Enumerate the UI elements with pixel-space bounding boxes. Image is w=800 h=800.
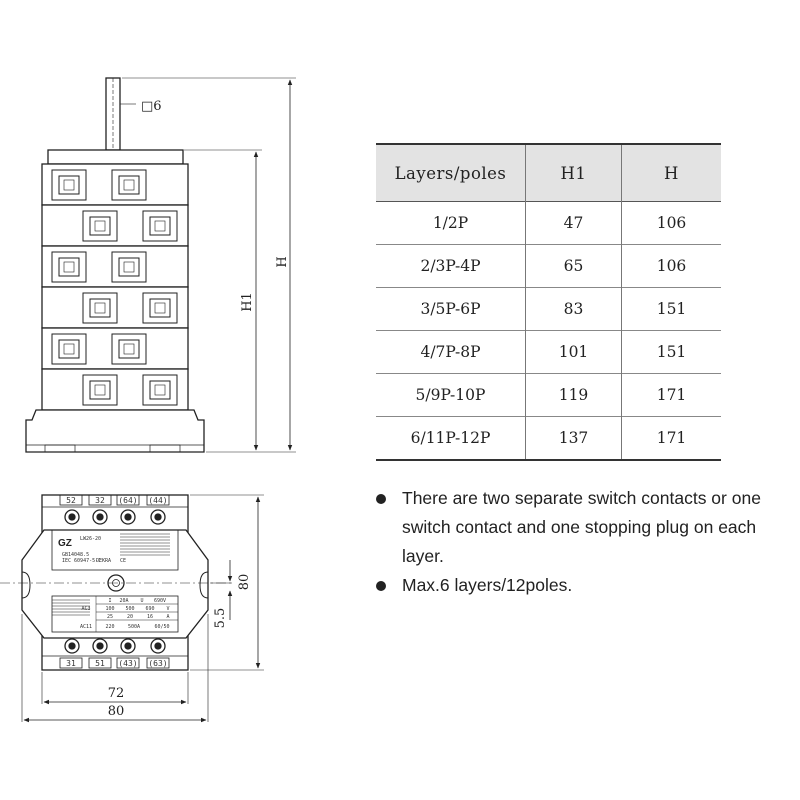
table-cell: 83 xyxy=(525,287,622,331)
dim-offset-label: 5.5 xyxy=(213,608,228,629)
svg-text:LW26-20: LW26-20 xyxy=(80,536,101,542)
svg-text:A: A xyxy=(166,614,169,620)
dim-h1-label: H1 xyxy=(240,292,255,312)
rating-table: I 20A U 690V AC3 100 500 690 V 25 20 16 … xyxy=(80,598,170,630)
table-cell: 119 xyxy=(525,373,622,417)
bottom-terminal-labels: 31 51 (43) (63) xyxy=(66,659,167,668)
top-terminal-labels: 52 32 (64) (44) xyxy=(66,496,167,505)
top-cap xyxy=(47,149,184,165)
table-cell: 151 xyxy=(621,287,721,331)
note-text: Max.6 layers/12poles. xyxy=(402,575,573,595)
table-cell: 137 xyxy=(525,416,622,460)
column-header: Layers/poles xyxy=(376,144,526,202)
table-cell: 106 xyxy=(621,244,721,288)
terminal-blocks xyxy=(51,169,178,406)
svg-text:IEC 60947-5-1: IEC 60947-5-1 xyxy=(62,558,101,564)
nameplate-text: LW26-20 GB14048.5 IEC 60947-5-1 DEKRA CE xyxy=(62,536,126,564)
svg-text:100: 100 xyxy=(105,606,114,612)
dim-width-inner-label: 72 xyxy=(108,686,125,701)
table-cell: 1/2P xyxy=(432,214,469,232)
svg-text:V: V xyxy=(166,606,169,612)
terminal-label: 51 xyxy=(95,659,105,668)
terminal-label: 32 xyxy=(95,496,105,505)
top-screw-terminals xyxy=(64,509,166,525)
svg-text:25: 25 xyxy=(107,614,113,620)
side-view xyxy=(25,77,296,453)
bottom-screw-terminals xyxy=(64,638,166,654)
svg-text:20: 20 xyxy=(127,614,133,620)
brand-logo: GZ xyxy=(58,538,72,549)
svg-text:AC3: AC3 xyxy=(81,606,90,612)
table-header-row: Layers/poles H1 H xyxy=(376,144,721,202)
svg-text:690V: 690V xyxy=(154,598,166,604)
notes-list: There are two separate switch contacts o… xyxy=(376,484,786,600)
svg-text:220: 220 xyxy=(105,624,114,630)
table-cell: 6/11P-12P xyxy=(410,429,491,447)
note-item: Max.6 layers/12poles. xyxy=(376,571,786,600)
note-text: There are two separate switch contacts o… xyxy=(402,488,761,566)
table-row: 5/9P-10P 119 171 xyxy=(376,373,721,417)
svg-text:AC11: AC11 xyxy=(80,624,92,630)
terminal-label: (64) xyxy=(118,496,137,505)
table-row: 3/5P-6P 83 151 xyxy=(376,287,721,331)
note-item: There are two separate switch contacts o… xyxy=(376,484,786,571)
bottom-view xyxy=(0,494,264,723)
svg-text:CE: CE xyxy=(120,558,126,564)
svg-text:GB14048.5: GB14048.5 xyxy=(62,552,89,558)
svg-text:I: I xyxy=(108,598,111,604)
dimension-table: Layers/poles H1 H 1/2P 47 106 2/3P-4P 65… xyxy=(376,143,721,461)
table-cell: 47 xyxy=(525,201,622,245)
shaft-size-label: □6 xyxy=(141,99,162,114)
table-cell: 5/9P-10P xyxy=(415,386,486,404)
bullet-icon xyxy=(376,581,386,591)
table-cell: 65 xyxy=(525,244,622,288)
terminal-label: (44) xyxy=(148,496,167,505)
table-cell: 101 xyxy=(525,330,622,374)
svg-text:DEKRA: DEKRA xyxy=(96,558,111,564)
svg-text:U: U xyxy=(140,598,143,604)
dim-height-label: 80 xyxy=(237,574,252,591)
dim-width-outer-label: 80 xyxy=(108,704,125,719)
terminal-label: (43) xyxy=(118,659,137,668)
svg-text:500: 500 xyxy=(125,606,134,612)
svg-text:20A: 20A xyxy=(119,598,128,604)
table-cell: 2/3P-4P xyxy=(420,257,481,275)
table-cell: 171 xyxy=(621,373,721,417)
terminal-label: 31 xyxy=(66,659,76,668)
svg-text:60/50: 60/50 xyxy=(154,624,169,630)
dim-h-label: H xyxy=(275,256,290,267)
column-header: H xyxy=(621,144,721,202)
switch-layers xyxy=(41,163,189,411)
table-row: 2/3P-4P 65 106 xyxy=(376,244,721,288)
table-row: 4/7P-8P 101 151 xyxy=(376,330,721,374)
svg-text:16: 16 xyxy=(147,614,153,620)
column-header: H1 xyxy=(525,144,622,202)
bullet-icon xyxy=(376,494,386,504)
table-cell: 171 xyxy=(621,416,721,460)
svg-text:690: 690 xyxy=(145,606,154,612)
terminal-label: (63) xyxy=(148,659,167,668)
base xyxy=(25,409,205,453)
svg-text:500A: 500A xyxy=(128,624,140,630)
table-row: 6/11P-12P 137 171 xyxy=(376,416,721,460)
table-cell: 4/7P-8P xyxy=(420,343,481,361)
table-cell: 151 xyxy=(621,330,721,374)
table-cell: 106 xyxy=(621,201,721,245)
table-row: 1/2P 47 106 xyxy=(376,201,721,245)
table-cell: 3/5P-6P xyxy=(420,300,481,318)
terminal-label: 52 xyxy=(66,496,76,505)
